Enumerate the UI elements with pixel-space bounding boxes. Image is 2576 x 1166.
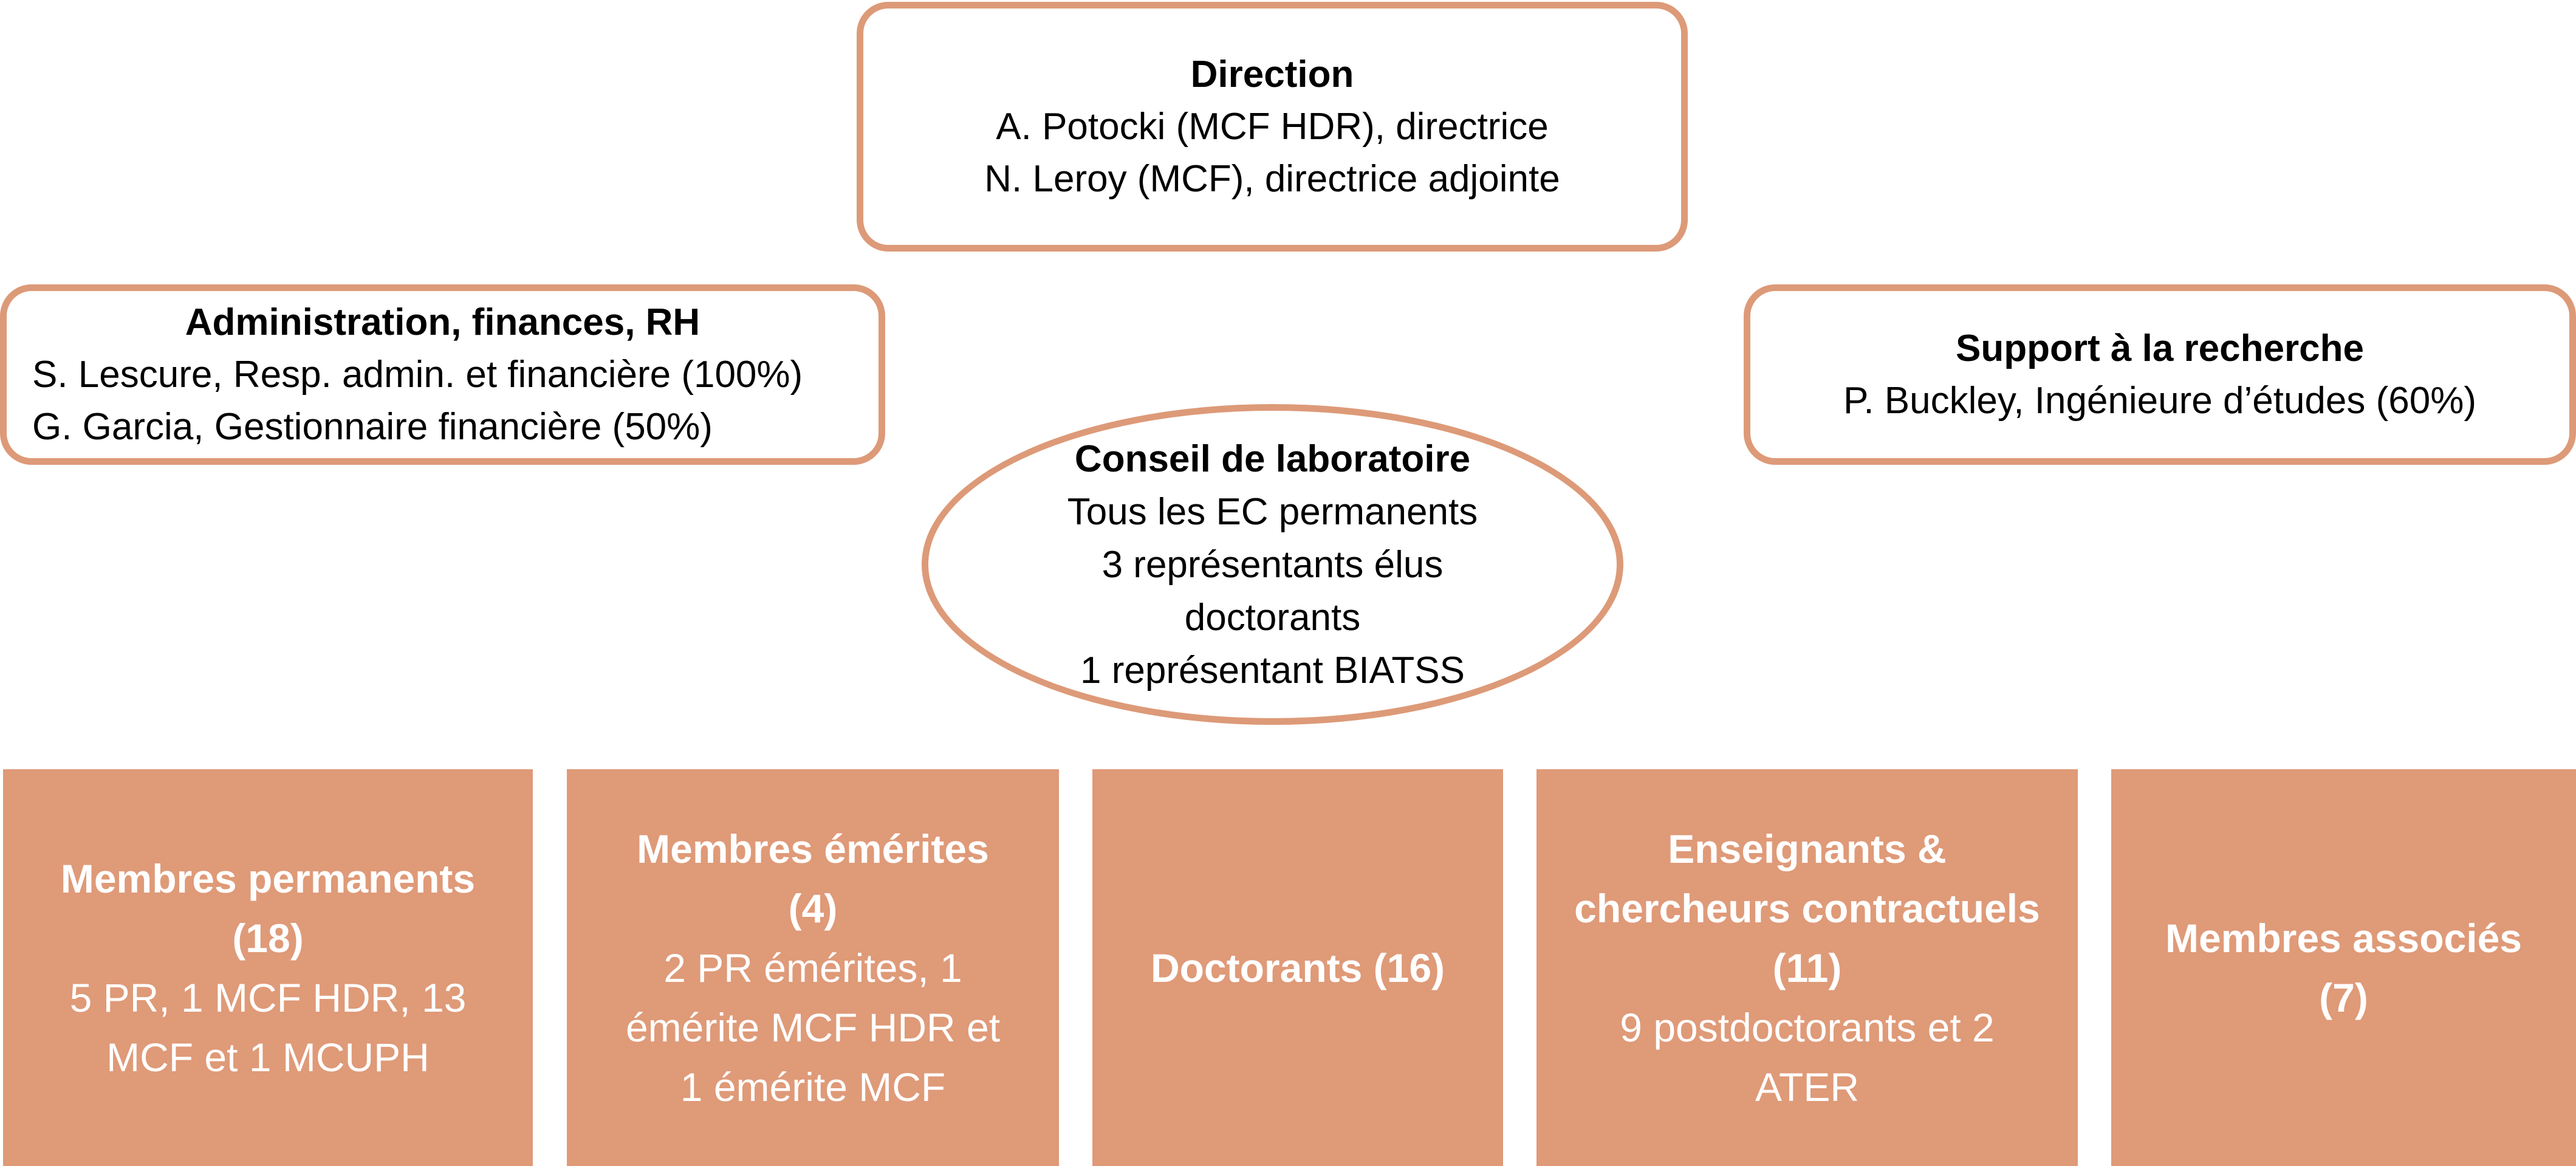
administration-box: Administration, finances, RH S. Lescure,…	[0, 284, 885, 465]
member-title-line: Membres émérites	[637, 826, 989, 871]
member-title-line: (18)	[232, 915, 304, 961]
member-desc-line: 2 PR émérites, 1	[663, 945, 962, 990]
member-desc-line: émérite MCF HDR et	[625, 1004, 1001, 1050]
direction-title: Direction	[1190, 53, 1354, 95]
member-desc-line: 9 postdoctorants et 2	[1620, 1004, 1995, 1050]
conseil-title: Conseil de laboratoire	[1074, 437, 1471, 480]
support-title: Support à la recherche	[1956, 327, 2364, 369]
member-title-line: (11)	[1772, 945, 1842, 990]
member-title-line: (4)	[788, 885, 838, 931]
member-box-contractuels: Enseignants & chercheurs contractuels (1…	[1536, 769, 2078, 1166]
member-desc-line: 5 PR, 1 MCF HDR, 13	[69, 975, 467, 1020]
member-title-line: Membres associés	[2165, 915, 2522, 961]
member-title-line: chercheurs contractuels	[1574, 885, 2040, 931]
conseil-line-3: doctorants	[1184, 596, 1361, 639]
administration-line-1: S. Lescure, Resp. admin. et financière (…	[32, 353, 803, 396]
conseil-line-1: Tous les EC permanents	[1067, 490, 1478, 533]
member-desc-line: 1 émérite MCF	[680, 1064, 946, 1109]
support-box: Support à la recherche P. Buckley, Ingén…	[1744, 284, 2576, 465]
member-box-permanents: Membres permanents (18) 5 PR, 1 MCF HDR,…	[3, 769, 533, 1166]
direction-box: Direction A. Potocki (MCF HDR), directri…	[857, 2, 1688, 252]
member-title-line: Doctorants (16)	[1150, 945, 1445, 990]
administration-line-2: G. Garcia, Gestionnaire financière (50%)	[32, 405, 713, 448]
direction-line-2: N. Leroy (MCF), directrice adjointe	[984, 157, 1560, 200]
conseil-line-4: 1 représentant BIATSS	[1080, 649, 1465, 691]
member-box-associes: Membres associés (7)	[2111, 769, 2576, 1166]
member-desc-line: ATER	[1755, 1064, 1860, 1109]
direction-line-1: A. Potocki (MCF HDR), directrice	[996, 105, 1549, 148]
member-desc-line: MCF et 1 MCUPH	[106, 1034, 430, 1080]
member-box-emerites: Membres émérites (4) 2 PR émérites, 1 ém…	[567, 769, 1059, 1166]
member-title-line: (7)	[2319, 975, 2368, 1020]
conseil-line-2: 3 représentants élus	[1101, 543, 1444, 586]
administration-title: Administration, finances, RH	[185, 301, 701, 343]
conseil-ellipse: Conseil de laboratoire Tous les EC perma…	[922, 404, 1623, 725]
member-title-line: Membres permanents	[60, 856, 476, 901]
member-box-doctorants: Doctorants (16)	[1092, 769, 1503, 1166]
support-line-1: P. Buckley, Ingénieure d’études (60%)	[1843, 379, 2476, 422]
member-title-line: Enseignants &	[1668, 826, 1947, 871]
